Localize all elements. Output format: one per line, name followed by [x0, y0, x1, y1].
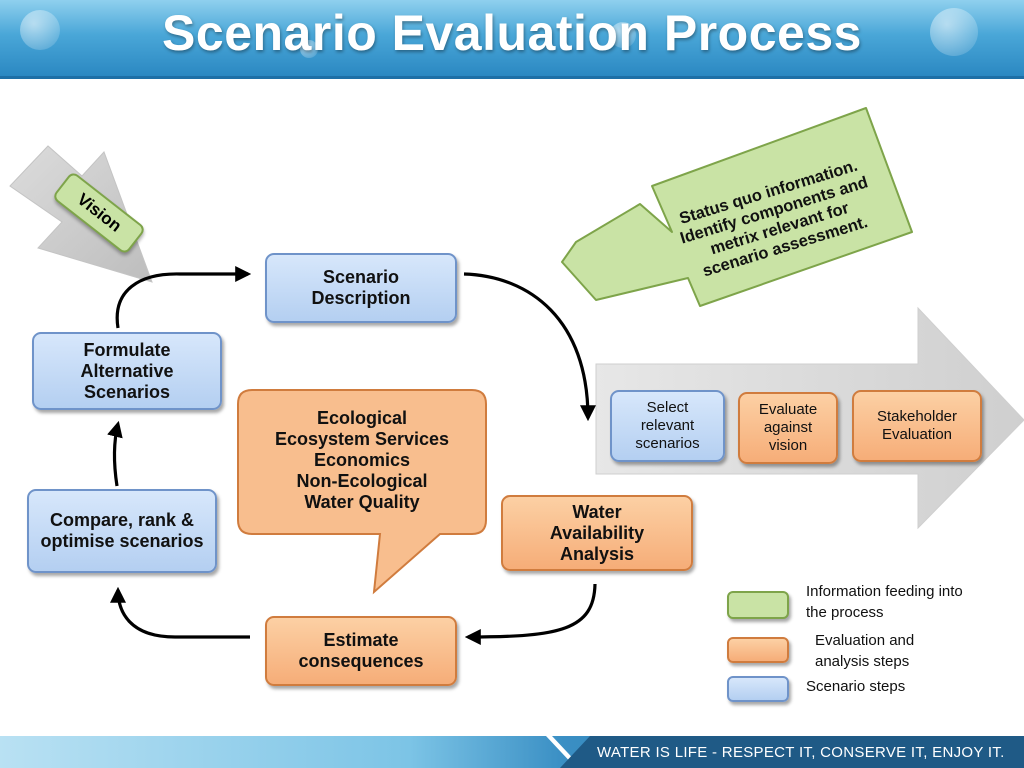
legend-swatch-information: [727, 591, 789, 619]
callout-line-ecological: Ecological: [316, 408, 408, 428]
connector-formulate-to-description: [115, 266, 252, 329]
callout-text: Ecological Ecosystem Services Economics …: [244, 408, 480, 513]
legend-label-evaluation: Evaluation and analysis steps: [815, 632, 915, 670]
legend-label-information: Information feeding into the process: [806, 583, 963, 621]
slide-title: Scenario Evaluation Process: [162, 5, 862, 61]
select-scenarios-box: Select relevant scenarios: [610, 390, 725, 462]
connector-water-to-estimate: [464, 583, 597, 645]
select-scenarios-label: Select relevant scenarios: [635, 399, 700, 452]
status-quo-arrow-shape: [561, 107, 913, 307]
scenario-description-label: Scenario Description: [311, 267, 411, 308]
compare-rank-label: Compare, rank & optimise scenarios: [40, 510, 204, 551]
callout-bubble-shape: [237, 389, 487, 595]
formulate-scenarios-box: Formulate Alternative Scenarios: [32, 332, 222, 410]
water-drop-decoration: [20, 10, 60, 50]
callout-line-ecosystem-services: Ecosystem Services: [274, 429, 450, 449]
callout-line-water-quality: Water Quality: [304, 492, 420, 512]
header-divider: [0, 76, 1024, 79]
scenario-description-box: Scenario Description: [265, 253, 457, 323]
connector-compare-to-formulate: [107, 420, 123, 487]
stakeholder-evaluation-label: Stakeholder Evaluation: [876, 408, 958, 443]
connector-description-to-select: [463, 272, 596, 422]
callout-line-economics: Economics: [313, 450, 411, 470]
evaluate-vision-box: Evaluate against vision: [738, 392, 838, 464]
water-drop-decoration: [610, 22, 636, 48]
legend-swatch-evaluation: [727, 637, 789, 663]
water-availability-box: Water Availability Analysis: [501, 495, 693, 571]
water-availability-label: Water Availability Analysis: [549, 501, 645, 564]
formulate-scenarios-label: Formulate Alternative Scenarios: [80, 339, 174, 402]
water-drop-decoration: [300, 40, 318, 58]
legend-swatch-scenario: [727, 676, 789, 702]
connector-estimate-to-compare: [110, 586, 250, 639]
stakeholder-evaluation-box: Stakeholder Evaluation: [852, 390, 982, 462]
compare-rank-box: Compare, rank & optimise scenarios: [27, 489, 217, 573]
footer-slogan: WATER IS LIFE - RESPECT IT, CONSERVE IT,…: [597, 744, 1005, 761]
callout-line-non-ecological: Non-Ecological: [296, 471, 428, 491]
legend-label-scenario: Scenario steps: [806, 678, 906, 695]
evaluate-vision-label: Evaluate against vision: [758, 401, 818, 454]
header-banner: Scenario Evaluation Process: [0, 0, 1024, 76]
water-drop-decoration: [930, 8, 978, 56]
estimate-consequences-label: Estimate consequences: [298, 630, 424, 671]
footer-band: [560, 736, 1024, 768]
estimate-consequences-box: Estimate consequences: [265, 616, 457, 686]
